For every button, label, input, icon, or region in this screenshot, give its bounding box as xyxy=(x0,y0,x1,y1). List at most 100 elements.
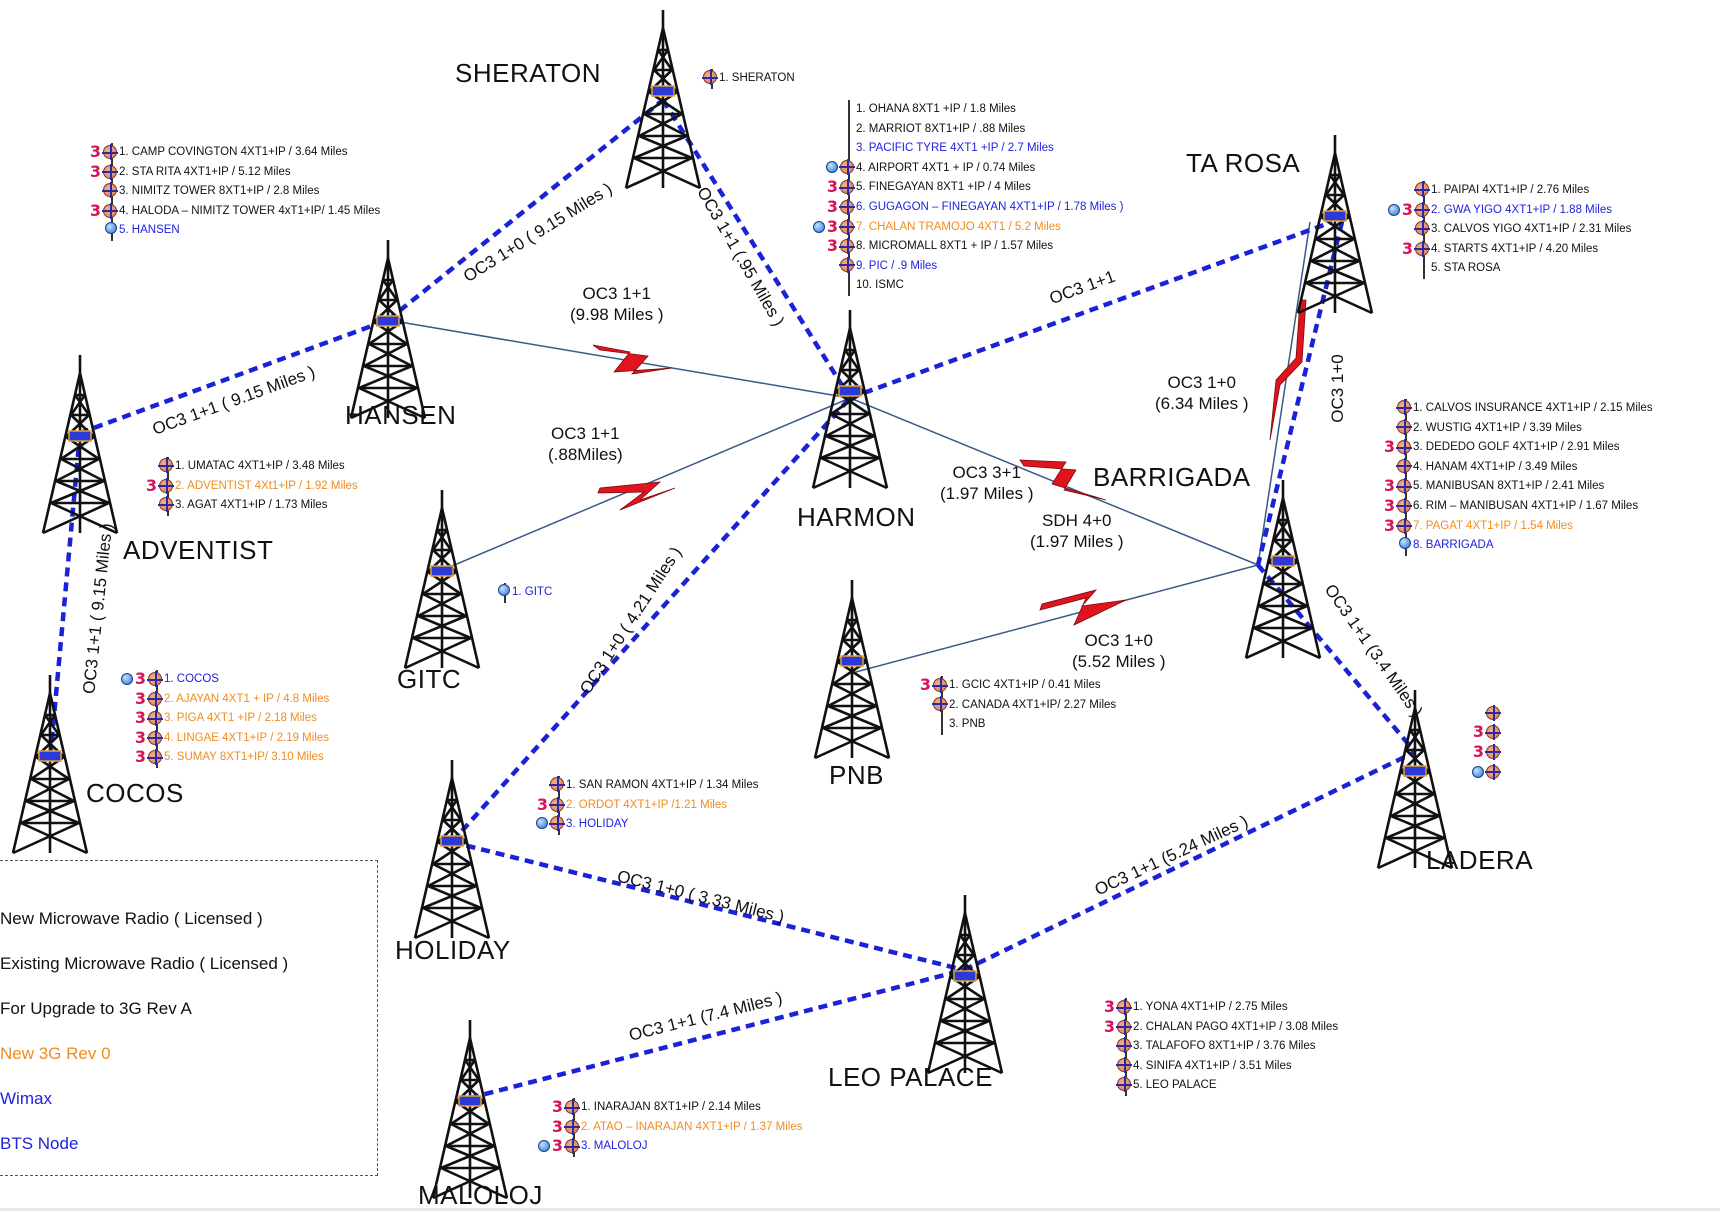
site-list-item: 3. PNB xyxy=(949,715,1116,735)
site-list-item-text: 3. PIGA 4XT1 +IP / 2.18 Miles xyxy=(164,712,317,725)
site-list-item-text: 3. CALVOS YIGO 4XT1+IP / 2.31 Miles xyxy=(1431,223,1632,236)
tower-hansen[interactable] xyxy=(343,240,433,420)
link-label-pnb-barrigada: OC3 1+0 (5.52 Miles ) xyxy=(1072,630,1166,672)
tower-pnb[interactable] xyxy=(807,580,897,760)
tower-lattice-icon xyxy=(926,895,1004,1075)
link-label-gitc-harmon: OC3 1+1 (.88Miles) xyxy=(548,423,623,465)
bts-node-icon xyxy=(1396,399,1412,415)
tower-lattice-icon xyxy=(41,355,119,535)
site-label-pnb: PNB xyxy=(829,760,884,790)
tower-tarosa[interactable] xyxy=(1290,135,1380,315)
tower-adventist[interactable] xyxy=(35,355,125,535)
bts-node-icon xyxy=(839,179,855,196)
rev-a-3g-icon: 3 xyxy=(551,1097,563,1116)
bts-node-icon xyxy=(932,677,948,693)
site-list-item: 1. CALVOS INSURANCE 4XT1+IP / 2.15 Miles xyxy=(1396,399,1653,419)
link-label-line: OC3 1+1 xyxy=(582,284,652,303)
rev-a-3g-icon: 3 xyxy=(1383,437,1395,457)
bts-node-icon xyxy=(102,163,118,180)
site-list-item-icons xyxy=(158,457,174,473)
site-list-item-icons xyxy=(1116,1076,1132,1093)
site-list-item: 5. LEO PALACE xyxy=(1116,1076,1338,1096)
site-label-barrigada: BARRIGADA xyxy=(1093,462,1251,492)
site-list-item-text: 3. DEDEDO GOLF 4XT1+IP / 2.91 Miles xyxy=(1413,441,1620,454)
site-list-item-text: 8. MICROMALL 8XT1 + IP / 1.57 Miles xyxy=(856,240,1054,253)
bts-node-icon xyxy=(1396,418,1412,435)
bts-node-icon xyxy=(1116,1018,1132,1035)
dashed-link-maloloj-leopalace xyxy=(469,967,965,1101)
tower-maloloj[interactable] xyxy=(425,1020,515,1200)
site-list-item-text: 5. SUMAY 8XT1+IP/ 3.10 Miles xyxy=(164,751,324,764)
site-list-item-text: 2. ADVENTIST 4Xt1+IP / 1.92 Miles xyxy=(175,479,358,492)
site-list-item: 2. CANADA 4XT1+IP/ 2.27 Miles xyxy=(932,695,1117,716)
site-list-item-text: 4. AIRPORT 4XT1 + IP / 0.74 Miles xyxy=(856,161,1036,174)
site-list-item-icons xyxy=(826,158,855,175)
site-list-item-icons: 3 xyxy=(827,238,855,255)
site-list-item: 10. ISMC xyxy=(856,276,1123,296)
tower-gitc[interactable] xyxy=(397,490,487,670)
wimax-icon xyxy=(1399,537,1411,550)
site-list-item: 3. NIMITZ TOWER 8XT1+IP / 2.8 Miles xyxy=(102,182,380,202)
site-list-item-icons xyxy=(1396,418,1412,435)
bts-node-icon xyxy=(1485,704,1501,721)
tower-leopalace[interactable] xyxy=(920,895,1010,1075)
tower-lattice-icon xyxy=(1376,690,1454,870)
site-list-item-text: 2. STA RITA 4XT1+IP / 5.12 Miles xyxy=(119,165,291,178)
tower-sheraton[interactable] xyxy=(618,10,708,190)
site-list-item-text: 2. GWA YIGO 4XT1+IP / 1.88 Miles xyxy=(1431,203,1612,216)
site-list-item-icons xyxy=(1414,181,1430,197)
site-list-item-icons xyxy=(536,815,565,832)
rev-a-3g-icon: 3 xyxy=(89,161,101,181)
tower-barrigada[interactable] xyxy=(1238,480,1328,660)
tower-ladera[interactable] xyxy=(1370,690,1460,870)
site-list-item: 3. PACIFIC TYRE 4XT1 +IP / 2.7 Miles xyxy=(856,139,1123,159)
dashed-link-hansen-sheraton xyxy=(386,98,665,322)
site-list-item-text: 1. CAMP COVINGTON 4XT1+IP / 3.64 Miles xyxy=(119,146,348,158)
tower-cocos[interactable] xyxy=(5,675,95,855)
site-list-item: 1. SHERATON xyxy=(702,69,795,89)
rev-a-3g-icon: 3 xyxy=(1472,741,1484,761)
site-list-item-text: 8. BARRIGADA xyxy=(1413,539,1494,552)
link-label-hansen-harmon: OC3 1+1 (9.98 Miles ) xyxy=(570,283,664,325)
site-list-gitc: 1. GITC xyxy=(498,583,552,603)
site-list-item-text: 1. GCIC 4XT1+IP / 0.41 Miles xyxy=(949,679,1101,691)
site-list-item-text: 4. STARTS 4XT1+IP / 4.20 Miles xyxy=(1431,242,1599,255)
site-list-item: 3. AGAT 4XT1+IP / 1.73 Miles xyxy=(158,496,358,516)
site-list-item: 8. BARRIGADA xyxy=(1399,536,1653,556)
site-list-item-icons: 3 xyxy=(135,729,163,746)
microwave-bolt-hansen-harmon xyxy=(592,344,673,375)
bts-node-icon xyxy=(549,776,565,792)
link-label-line: OC3 1+0 xyxy=(1084,631,1154,650)
site-list-item-text: 2. CANADA 4XT1+IP/ 2.27 Miles xyxy=(949,698,1117,711)
bts-node-icon xyxy=(158,496,174,513)
bts-node-icon xyxy=(147,690,163,707)
site-list-item: 2. MARRIOT 8XT1+IP / .88 Miles xyxy=(856,120,1123,140)
tower-harmon[interactable] xyxy=(805,310,895,490)
site-list-item-text: 4. HANAM 4XT1+IP / 3.49 Miles xyxy=(1413,460,1578,473)
bts-node-icon xyxy=(1396,439,1412,456)
rev-a-3g-icon: 3 xyxy=(826,196,838,216)
tower-holiday[interactable] xyxy=(407,760,497,940)
bts-node-icon xyxy=(147,749,163,766)
site-list-item-icons: 3 xyxy=(1383,515,1412,535)
bts-node-icon xyxy=(839,198,855,215)
bts-node-icon xyxy=(1396,478,1412,495)
link-label-line: (9.98 Miles ) xyxy=(570,305,664,324)
link-label-harmon-barrigada-sdh: SDH 4+0 (1.97 Miles ) xyxy=(1030,510,1124,552)
wimax-icon xyxy=(105,222,117,235)
bts-node-icon xyxy=(564,1099,580,1115)
wimax-icon xyxy=(537,1140,550,1153)
site-list-item-icons: 3 xyxy=(537,796,565,813)
bts-node-icon xyxy=(1414,181,1430,197)
tower-lattice-icon xyxy=(1296,135,1374,315)
rev-a-3g-icon: 3 xyxy=(1383,515,1395,535)
